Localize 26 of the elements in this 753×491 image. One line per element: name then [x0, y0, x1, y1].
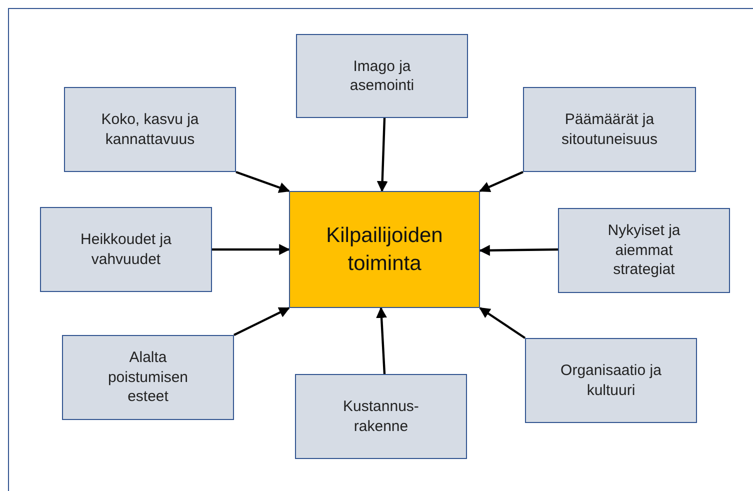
node-label: Heikkoudet ja vahvuudet [80, 230, 172, 269]
factor-box [62, 335, 234, 420]
central-box [289, 191, 480, 308]
arrow [376, 118, 388, 192]
arrow [479, 307, 526, 339]
factor-box [558, 208, 730, 293]
node-label: Koko, kasvu ja kannattavuus [100, 110, 200, 149]
node-label: Päämäärät ja sitoutuneisuus [560, 110, 658, 149]
arrow [376, 306, 388, 374]
factor-box [523, 87, 696, 172]
arrow [212, 244, 290, 255]
node-label: Organisaatio ja kultuuri [560, 361, 662, 400]
factor-box [64, 87, 236, 172]
factor-box [40, 207, 212, 292]
arrow [236, 170, 290, 193]
node-label: Kilpailijoiden toiminta [325, 223, 444, 276]
node-label: Kustannus- rakenne [342, 397, 420, 436]
node-label: Imago ja asemointi [348, 56, 416, 96]
factor-box [295, 374, 467, 459]
arrow [478, 244, 558, 256]
arrow [234, 307, 290, 336]
factor-box [296, 34, 468, 118]
arrow [479, 171, 524, 192]
factor-box [525, 338, 697, 423]
node-label: Alalta poistumisen esteet [106, 348, 190, 407]
node-label: Nykyiset ja aiemmat strategiat [606, 221, 682, 280]
